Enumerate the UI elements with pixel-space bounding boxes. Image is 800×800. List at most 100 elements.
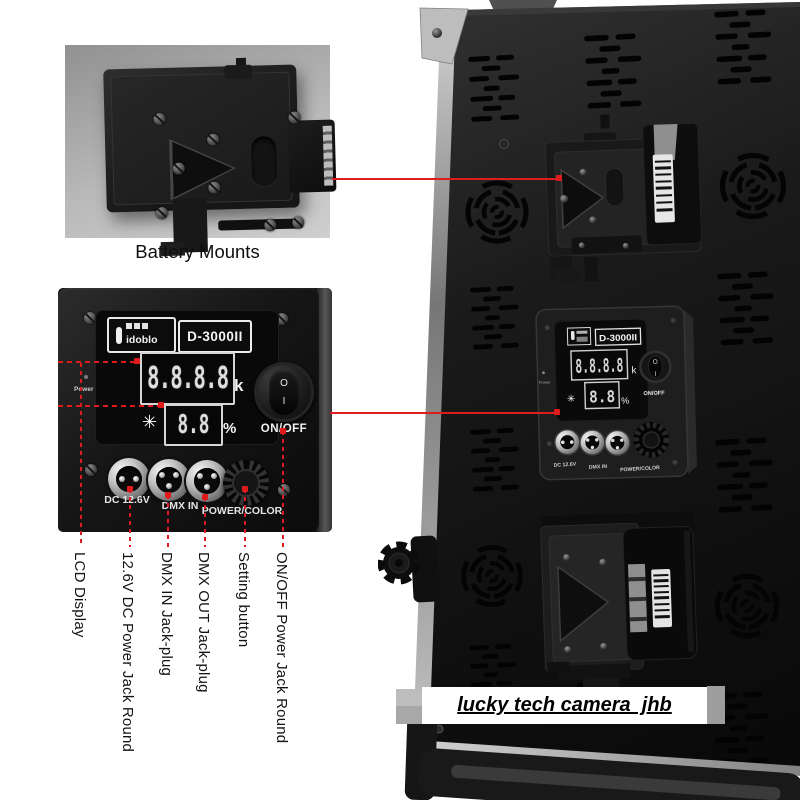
- kelvin-display: [570, 348, 629, 381]
- label-dmx-in: DMX IN Jack-plug: [158, 552, 175, 677]
- brightness-digits: 8.8: [589, 387, 615, 407]
- watermark: lucky tech camera jhb: [422, 687, 707, 724]
- callout-line-lcd: [80, 363, 82, 547]
- callout-line-setting: [244, 489, 246, 547]
- watermark-text: lucky tech camera jhb: [457, 694, 672, 716]
- percent-unit: %: [223, 420, 237, 437]
- model-badge: D-3000II: [178, 320, 252, 353]
- callout-arrow: [556, 175, 562, 181]
- contact-block: [287, 119, 337, 193]
- battery-mount-bottom: [540, 511, 698, 693]
- callout-arrow: [165, 492, 171, 498]
- switch-off-mark: O: [280, 377, 288, 389]
- model-badge: [594, 327, 642, 347]
- screw-icon: [564, 646, 572, 654]
- dc-jack-label: DC 12.6V: [553, 461, 576, 468]
- callout-line-dmx-out: [204, 497, 206, 547]
- screw-icon: [544, 325, 550, 331]
- brand-logo: idoblo: [107, 317, 176, 353]
- brightness-display: [584, 381, 621, 410]
- screw-icon: [208, 181, 221, 194]
- panel-control-unit: D-3000II 8.8.8.8 k 8.8 % ✳ Power O I ON/…: [535, 305, 697, 481]
- kelvin-unit: k: [631, 365, 637, 376]
- dmx-in-jack-label: DMX IN: [589, 464, 608, 471]
- screw-icon: [85, 464, 97, 476]
- on-off-switch: O I: [254, 362, 314, 422]
- dmx-in-jack: [148, 459, 190, 501]
- callout-line-dmx-in: [167, 495, 169, 547]
- dc-jack: [553, 428, 581, 456]
- screw-icon: [546, 441, 552, 447]
- switch-on-mark: I: [655, 371, 657, 378]
- callout-line-panel: [330, 412, 558, 414]
- lock-slot: [250, 136, 278, 187]
- callout-line-battery: [332, 178, 560, 180]
- kelvin-digits: 8.8.8.8: [575, 355, 624, 378]
- switch-off-mark: O: [653, 359, 658, 366]
- dmx-in-jack: [578, 428, 606, 457]
- battery-mount-top: [544, 114, 703, 283]
- screw-icon: [153, 112, 166, 126]
- yoke-knob: [378, 535, 440, 603]
- brightness-digits: 8.8: [177, 410, 210, 440]
- battery-contacts: [322, 125, 334, 186]
- label-lcd-display: LCD Display: [71, 552, 88, 638]
- led-panel-back-photo: D-3000II 8.8.8.8 k 8.8 % ✳ Power O I ON/…: [378, 0, 800, 800]
- screw-icon: [563, 554, 571, 562]
- callout-arrow: [554, 409, 560, 415]
- callout-arrow: [134, 358, 140, 364]
- kelvin-display: 8.8.8.8: [140, 352, 235, 405]
- percent-unit: %: [621, 396, 629, 406]
- screw-icon: [589, 216, 597, 224]
- label-dmx-out: DMX OUT Jack-plug: [195, 552, 212, 693]
- yoke-stand: [378, 535, 800, 800]
- brightness-display: 8.8: [164, 404, 223, 446]
- screw-icon: [579, 168, 587, 176]
- brand-label: idoblo: [126, 333, 158, 346]
- callout-arrow: [127, 486, 133, 492]
- screw-icon: [599, 558, 607, 566]
- screw-icon: [672, 459, 678, 465]
- callout-line-dc: [129, 489, 131, 547]
- power-color-label: POWER/COLOR: [620, 465, 660, 473]
- callout-arrow: [242, 486, 248, 492]
- label-setting-button: Setting button: [235, 552, 252, 648]
- power-led: [542, 371, 545, 375]
- label-onoff-jack: ON/OFF Power Jack Round: [273, 552, 290, 744]
- callout-line-lcd-pct: [58, 405, 162, 407]
- power-led-label: Power: [74, 386, 94, 393]
- screw-icon: [264, 219, 277, 232]
- kelvin-digits: 8.8.8.8: [146, 361, 229, 396]
- kelvin-unit: k: [234, 376, 244, 395]
- dmx-out-jack: [603, 429, 631, 457]
- brightness-icon: ✳: [567, 394, 576, 405]
- screw-icon: [155, 206, 169, 220]
- callout-arrow: [202, 494, 208, 500]
- switch-on-mark: I: [282, 395, 286, 407]
- screw-icon: [84, 312, 96, 324]
- screw-icon: [560, 194, 569, 203]
- setting-knob: [223, 460, 269, 506]
- screw-icon: [578, 242, 585, 249]
- power-led-label: Power: [539, 380, 552, 385]
- power-color-label: POWER/COLOR: [201, 505, 283, 517]
- label-dc-jack: 12.6V DC Power Jack Round: [119, 552, 136, 753]
- power-led: [84, 375, 88, 379]
- battery-mount-photo: [65, 45, 337, 257]
- screw-icon: [499, 139, 509, 149]
- callout-line-onoff: [282, 431, 284, 547]
- brand-logo: [566, 326, 592, 346]
- callout-line-lcd-k: [58, 361, 138, 363]
- dmx-out-jack: [186, 460, 228, 502]
- mic-icon: [116, 326, 122, 344]
- v-mount-plate: [103, 57, 337, 257]
- screw-icon: [670, 317, 676, 323]
- model-label: D-3000II: [599, 332, 637, 343]
- screw-icon: [432, 28, 442, 38]
- callout-arrow: [280, 428, 286, 434]
- dmx-in-jack-label: DMX IN: [161, 500, 199, 512]
- screw-icon: [276, 313, 288, 325]
- dc-jack-label: DC 12.6V: [104, 494, 150, 506]
- mic-icon: [570, 330, 575, 340]
